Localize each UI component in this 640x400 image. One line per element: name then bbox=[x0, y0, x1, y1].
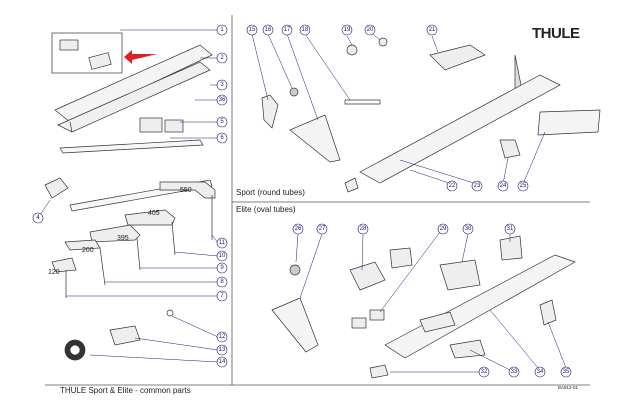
callout-label: 23 bbox=[474, 183, 481, 189]
callout-label: 35 bbox=[563, 369, 570, 375]
dimension-label: 260 bbox=[82, 247, 94, 254]
callout-label: 19 bbox=[344, 27, 351, 33]
callout-label: 24 bbox=[500, 183, 507, 189]
svg-text:THULE: THULE bbox=[532, 25, 580, 42]
callout-leaders bbox=[39, 29, 567, 373]
callout-label: 30 bbox=[465, 226, 472, 232]
callout-label: 22 bbox=[449, 183, 456, 189]
callout-label: 6 bbox=[220, 135, 224, 141]
callout-label: 1 bbox=[220, 27, 224, 33]
callout-label: 29 bbox=[440, 226, 447, 232]
dimension-label: 550 bbox=[180, 187, 192, 194]
section-label-elite: Elite (oval tubes) bbox=[236, 205, 296, 214]
callout-label: 27 bbox=[319, 226, 326, 232]
callout-label: 21 bbox=[429, 27, 436, 33]
red-arrow-icon bbox=[124, 50, 157, 64]
callout-label: 5 bbox=[220, 119, 224, 125]
footer-code: BA812-01 bbox=[558, 385, 579, 390]
callout-label: 2 bbox=[220, 55, 224, 61]
callout-label: 17 bbox=[284, 27, 291, 33]
callout-label: 3 bbox=[220, 82, 224, 88]
callout-label: 25 bbox=[520, 183, 527, 189]
dimension-label: 395 bbox=[117, 235, 129, 242]
thule-logo: THULE bbox=[532, 25, 580, 42]
callout-label: 26 bbox=[295, 226, 302, 232]
callout-label: 16 bbox=[265, 27, 272, 33]
callout-label: 13 bbox=[219, 347, 226, 353]
callout-label: 34 bbox=[537, 369, 544, 375]
common-parts-drawings bbox=[44, 32, 216, 361]
footer-title: THULE Sport & Elite - common parts bbox=[60, 386, 191, 395]
callout-label: 31 bbox=[507, 226, 514, 232]
callout-label: 11 bbox=[219, 240, 226, 246]
callout-label: 28 bbox=[360, 226, 367, 232]
sport-parts-drawings bbox=[261, 37, 601, 193]
callout-label: 14 bbox=[219, 359, 226, 365]
callout-label: 9 bbox=[220, 265, 224, 271]
callouts: 1 2 3 36 5 6 4 11 10 9 8 7 12 13 14 15 1… bbox=[32, 24, 572, 378]
callout-label: 4 bbox=[36, 215, 40, 221]
section-label-sport: Sport (round tubes) bbox=[236, 188, 305, 197]
callout-label: 7 bbox=[220, 293, 224, 299]
frame bbox=[45, 15, 590, 386]
callout-label: 12 bbox=[219, 334, 226, 340]
dimension-label: 405 bbox=[148, 210, 160, 217]
callout-label: 36 bbox=[219, 97, 226, 103]
callout-label: 33 bbox=[511, 369, 518, 375]
callout-label: 8 bbox=[220, 279, 224, 285]
elite-parts-drawings bbox=[271, 235, 576, 379]
callout-label: 18 bbox=[302, 27, 309, 33]
callout-label: 10 bbox=[219, 253, 226, 259]
callout-label: 20 bbox=[367, 27, 374, 33]
dimension-label: 120 bbox=[48, 269, 60, 276]
callout-label: 15 bbox=[249, 27, 256, 33]
callout-label: 32 bbox=[481, 369, 488, 375]
